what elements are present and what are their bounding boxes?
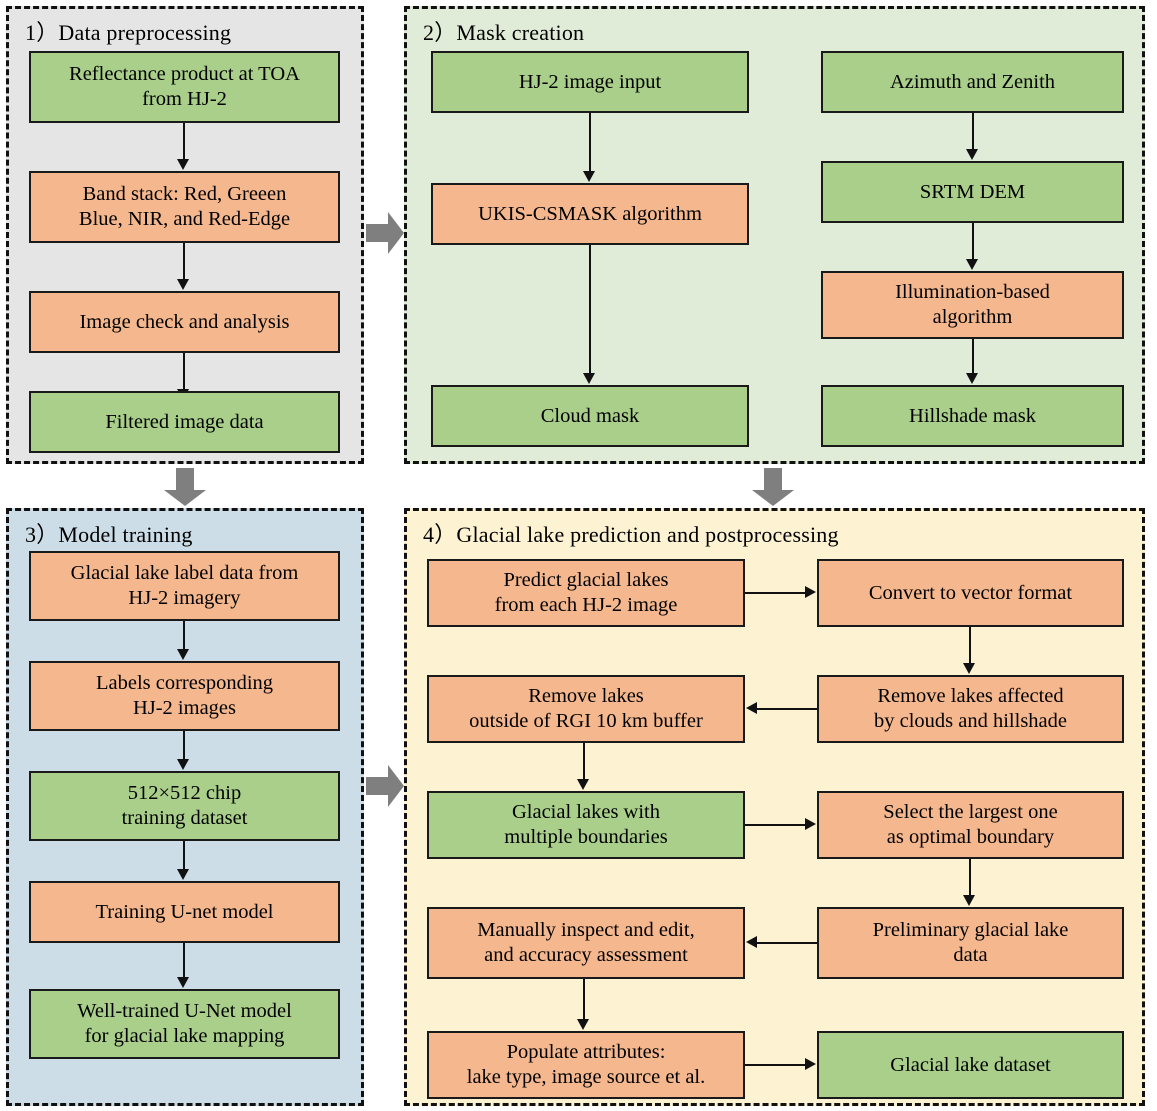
box-illumination-based[interactable]: Illumination-based algorithm xyxy=(821,271,1124,339)
box-predict-glacial-lakes[interactable]: Predict glacial lakes from each HJ-2 ima… xyxy=(427,559,745,627)
panel-data-preprocessing: 1）Data preprocessing Reflectance product… xyxy=(6,6,364,464)
arrow-down-p2-to-p4 xyxy=(752,468,794,506)
connector-p2-r2 xyxy=(972,223,974,261)
box-convert-to-vector[interactable]: Convert to vector format xyxy=(817,559,1124,627)
connector-p4-l2 xyxy=(757,708,817,710)
panel-mask-creation: 2）Mask creation HJ-2 image input UKIS-CS… xyxy=(404,6,1145,464)
arrowhead-p4-l4 xyxy=(746,936,757,948)
box-reflectance-product[interactable]: Reflectance product at TOA from HJ-2 xyxy=(29,51,340,123)
arrowhead-p4-v3 xyxy=(963,895,975,906)
arrowhead-p3-2 xyxy=(177,759,189,770)
box-cloud-mask[interactable]: Cloud mask xyxy=(431,385,749,447)
arrowhead-p4-r5 xyxy=(805,1058,816,1070)
panel-3-title: 3）Model training xyxy=(25,522,193,547)
box-hillshade-mask[interactable]: Hillshade mask xyxy=(821,385,1124,447)
box-training-unet-model[interactable]: Training U-net model xyxy=(29,881,340,943)
box-well-trained-unet-model[interactable]: Well-trained U-Net model for glacial lak… xyxy=(29,989,340,1059)
arrowhead-p2-r2 xyxy=(966,259,978,270)
connector-p1-3 xyxy=(183,353,185,391)
connector-p4-r1 xyxy=(745,592,807,594)
connector-p2-r1 xyxy=(972,113,974,151)
connector-p4-l4 xyxy=(757,942,817,944)
connector-p3-2 xyxy=(183,731,185,761)
connector-p4-v4 xyxy=(583,979,585,1021)
arrow-down-p1-to-p3 xyxy=(164,468,206,506)
arrowhead-p4-r1 xyxy=(805,586,816,598)
panel-model-training: 3）Model training Glacial lake label data… xyxy=(6,508,364,1106)
arrowhead-p4-v2 xyxy=(577,779,589,790)
box-filtered-image-data[interactable]: Filtered image data xyxy=(29,391,340,453)
arrowhead-p4-r3 xyxy=(805,818,816,830)
panel-1-title: 1）Data preprocessing xyxy=(25,20,232,45)
panel-4-title: 4）Glacial lake prediction and postproces… xyxy=(423,522,839,547)
arrowhead-p2-l1 xyxy=(583,171,595,182)
arrow-right-p1-to-p2 xyxy=(366,212,404,254)
box-band-stack[interactable]: Band stack: Red, Greeen Blue, NIR, and R… xyxy=(29,171,340,243)
arrowhead-p2-r1 xyxy=(966,149,978,160)
box-ukis-csmask[interactable]: UKIS-CSMASK algorithm xyxy=(431,183,749,245)
arrowhead-p3-3 xyxy=(177,869,189,880)
connector-p4-r3 xyxy=(745,824,807,826)
arrowhead-p2-l2 xyxy=(583,373,595,384)
box-srtm-dem[interactable]: SRTM DEM xyxy=(821,161,1124,223)
box-preliminary-glacial-lake-data[interactable]: Preliminary glacial lake data xyxy=(817,907,1124,979)
connector-p2-l1 xyxy=(589,113,591,173)
connector-p1-2 xyxy=(183,243,185,281)
box-manually-inspect-edit[interactable]: Manually inspect and edit, and accuracy … xyxy=(427,907,745,979)
box-remove-lakes-rgi-buffer[interactable]: Remove lakes outside of RGI 10 km buffer xyxy=(427,675,745,743)
arrowhead-p3-1 xyxy=(177,649,189,660)
box-labels-corresponding[interactable]: Labels corresponding HJ-2 images xyxy=(29,661,340,731)
box-glacial-lake-dataset[interactable]: Glacial lake dataset xyxy=(817,1031,1124,1099)
connector-p4-v1 xyxy=(969,627,971,665)
panel-2-title: 2）Mask creation xyxy=(423,20,585,45)
arrowhead-p4-v4 xyxy=(577,1019,589,1030)
arrow-right-p3-to-p4 xyxy=(366,765,404,807)
connector-p4-v2 xyxy=(583,743,585,781)
arrowhead-p4-l2 xyxy=(746,702,757,714)
box-remove-lakes-clouds[interactable]: Remove lakes affected by clouds and hill… xyxy=(817,675,1124,743)
connector-p4-r5 xyxy=(745,1064,807,1066)
arrowhead-p3-4 xyxy=(177,977,189,988)
connector-p3-3 xyxy=(183,841,185,871)
box-glacial-lakes-multiple-boundaries[interactable]: Glacial lakes with multiple boundaries xyxy=(427,791,745,859)
arrowhead-p1-1 xyxy=(177,159,189,170)
box-512-chip-training-dataset[interactable]: 512×512 chip training dataset xyxy=(29,771,340,841)
box-azimuth-zenith[interactable]: Azimuth and Zenith xyxy=(821,51,1124,113)
connector-p2-l2 xyxy=(589,245,591,375)
connector-p1-1 xyxy=(183,123,185,161)
box-select-largest-boundary[interactable]: Select the largest one as optimal bounda… xyxy=(817,791,1124,859)
box-glacial-lake-label-data[interactable]: Glacial lake label data from HJ-2 imager… xyxy=(29,551,340,621)
arrowhead-p2-r3 xyxy=(966,373,978,384)
connector-p2-r3 xyxy=(972,339,974,375)
box-image-check[interactable]: Image check and analysis xyxy=(29,291,340,353)
arrowhead-p4-v1 xyxy=(963,663,975,674)
arrowhead-p1-2 xyxy=(177,279,189,290)
connector-p3-4 xyxy=(183,943,185,979)
box-hj2-image-input[interactable]: HJ-2 image input xyxy=(431,51,749,113)
box-populate-attributes[interactable]: Populate attributes: lake type, image so… xyxy=(427,1031,745,1099)
connector-p3-1 xyxy=(183,621,185,651)
connector-p4-v3 xyxy=(969,859,971,897)
panel-glacial-lake-prediction: 4）Glacial lake prediction and postproces… xyxy=(404,508,1145,1106)
